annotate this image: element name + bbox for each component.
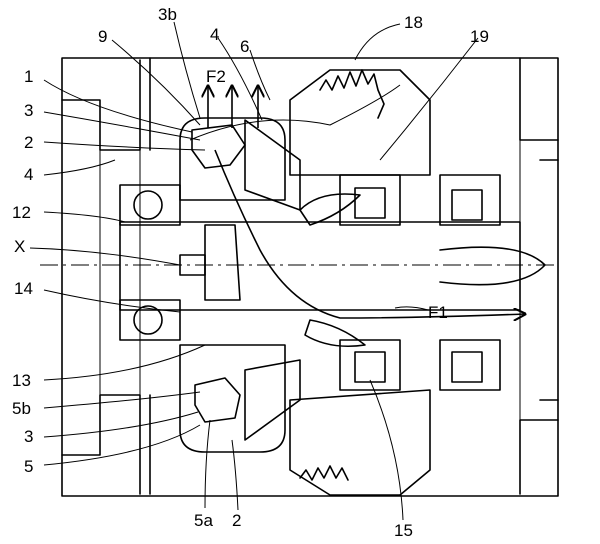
label-9: 9	[98, 27, 107, 46]
gear-teeth-bottom	[299, 465, 349, 481]
label-6: 6	[240, 37, 249, 56]
seal-ring-bottom	[194, 377, 241, 423]
flow-arrow-f1	[214, 149, 525, 318]
seal-ring-top	[191, 124, 246, 169]
label-13: 13	[12, 371, 31, 390]
label-5: 5	[24, 457, 33, 476]
label-3-bottom: 3	[24, 427, 33, 446]
label-4-left: 4	[24, 165, 33, 184]
label-2-bottom: 2	[232, 511, 241, 530]
label-15: 15	[394, 521, 413, 540]
bearing-left	[119, 184, 181, 341]
label-f2: F2	[206, 67, 226, 86]
label-f1: F1	[428, 303, 448, 322]
label-3b: 3b	[158, 5, 177, 24]
label-19: 19	[470, 27, 489, 46]
label-14: 14	[14, 279, 33, 298]
shaft	[119, 221, 546, 311]
label-5b: 5b	[12, 399, 31, 418]
seal-carrier	[179, 117, 301, 453]
label-x: X	[14, 237, 25, 256]
force-arrows-f2	[208, 86, 258, 128]
label-3-top: 3	[24, 101, 33, 120]
housing	[61, 57, 559, 497]
gear-teeth	[319, 69, 385, 119]
leader-lines	[29, 21, 479, 521]
label-5a: 5a	[194, 511, 213, 530]
flow-path-upper	[189, 84, 401, 141]
rotor-assembly	[289, 69, 501, 496]
label-4-top: 4	[210, 25, 219, 44]
label-18: 18	[404, 13, 423, 32]
label-2-top: 2	[24, 133, 33, 152]
label-1: 1	[24, 67, 33, 86]
label-12: 12	[12, 203, 31, 222]
